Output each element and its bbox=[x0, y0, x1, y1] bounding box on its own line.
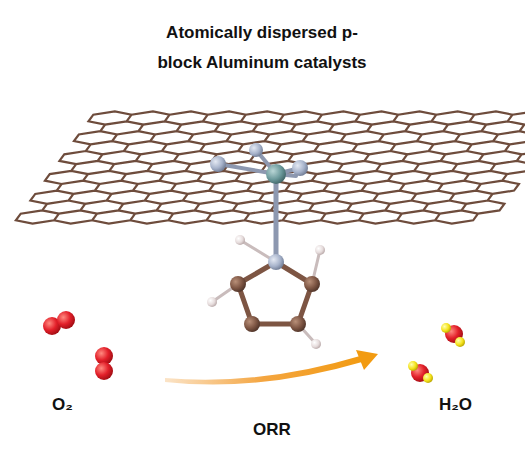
nitrogen-atom bbox=[292, 160, 308, 176]
reaction-arrow bbox=[165, 356, 362, 385]
hydrogen-atom bbox=[423, 373, 433, 383]
oxygen-atom bbox=[95, 362, 113, 380]
nitrogen-atom bbox=[210, 156, 226, 172]
oxygen-atom bbox=[57, 311, 75, 329]
hydrogen-atom bbox=[441, 323, 451, 333]
hydrogen-atom bbox=[408, 361, 418, 371]
carbon-atom bbox=[244, 316, 260, 332]
molecule-label: H₂O bbox=[439, 395, 472, 415]
aluminum-atom bbox=[266, 164, 286, 184]
reaction-label: ORR bbox=[253, 420, 291, 440]
hydrogen-atom bbox=[235, 235, 245, 245]
molecule-label: O₂ bbox=[52, 395, 73, 415]
graphene-lattice bbox=[13, 111, 525, 223]
title: Atomically dispersed p-block Aluminum ca… bbox=[112, 18, 412, 78]
bond bbox=[274, 178, 279, 260]
hydrogen-atom bbox=[311, 339, 321, 349]
hydrogen-atom bbox=[315, 245, 325, 255]
graphene-sheet bbox=[13, 111, 525, 223]
bonds bbox=[218, 150, 300, 260]
hydrogen-atom bbox=[207, 297, 217, 307]
nitrogen-atom bbox=[268, 254, 284, 270]
carbon-atom bbox=[290, 316, 306, 332]
ring-bonds bbox=[212, 240, 320, 344]
carbon-atom bbox=[304, 276, 320, 292]
hydrogen-atom bbox=[455, 337, 465, 347]
nitrogen-atom bbox=[249, 143, 263, 157]
carbon-atom bbox=[230, 276, 246, 292]
arrow-head bbox=[356, 350, 378, 370]
